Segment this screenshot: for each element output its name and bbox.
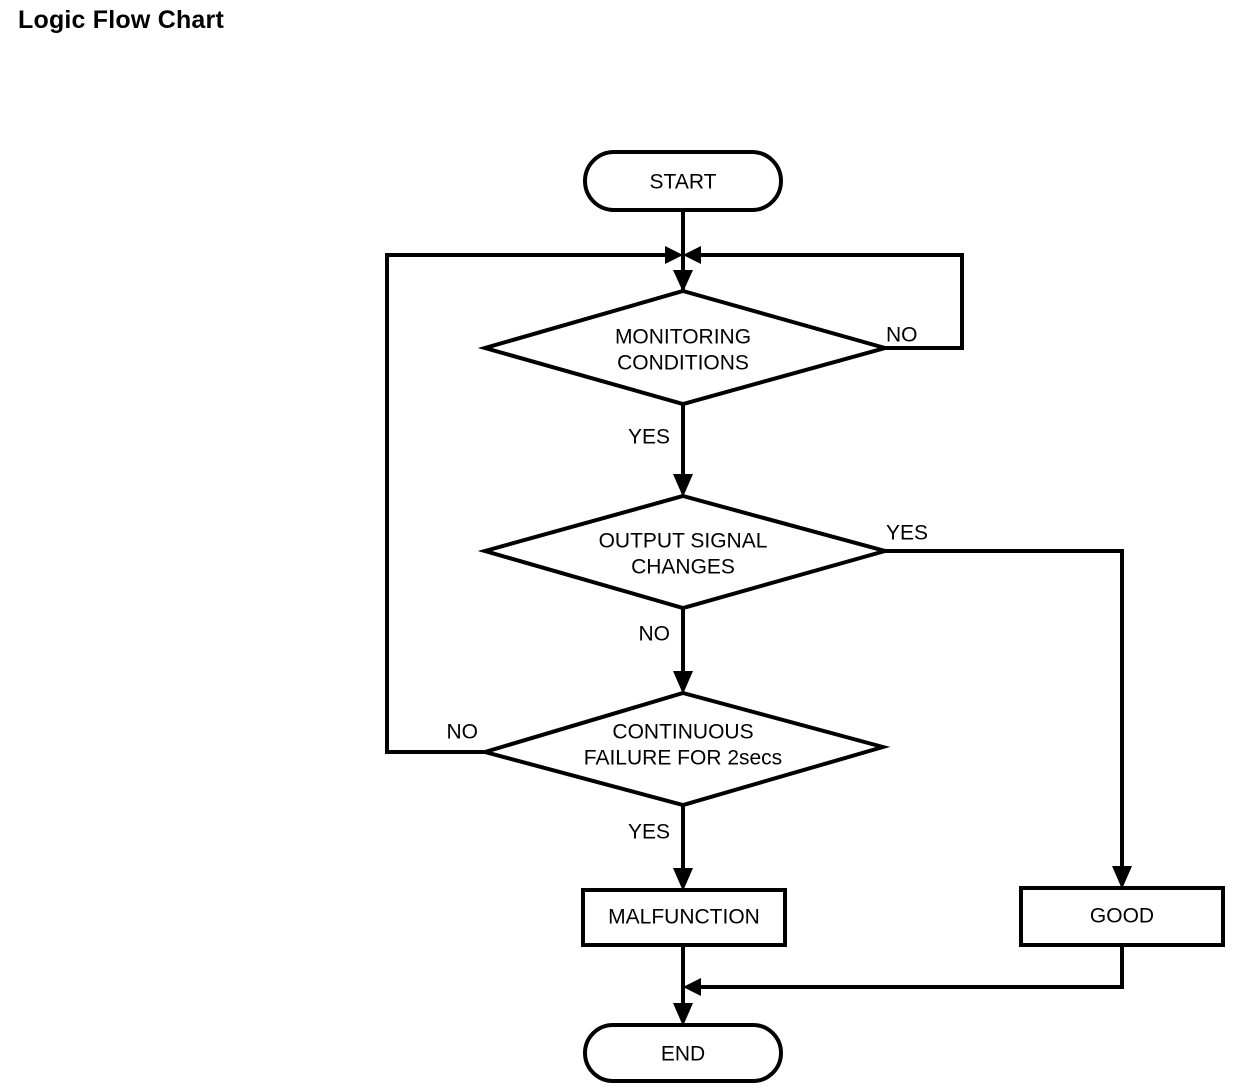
monitoring-label-line2: CONDITIONS (617, 352, 749, 375)
arrowhead-into-malfunction (673, 868, 693, 891)
connector-continuous-no-loopback (385, 253, 669, 754)
node-good: GOOD (1019, 886, 1225, 947)
end-label: END (661, 1043, 705, 1066)
page-title: Logic Flow Chart (18, 6, 224, 34)
arrowhead-into-end (673, 1003, 693, 1026)
node-continuous-failure: CONTINUOUS FAILURE FOR 2secs (477, 690, 891, 808)
node-start: START (583, 150, 783, 212)
arrowhead-into-monitoring (673, 270, 693, 292)
malfunction-label: MALFUNCTION (608, 906, 760, 929)
edge-label-monitoring-no: NO (886, 324, 918, 347)
arrowhead-left-rail (665, 246, 683, 264)
connector-output-yes-to-good (885, 549, 1124, 877)
connector-monitoring-no-loopback (697, 253, 964, 350)
node-end: END (583, 1023, 783, 1083)
edge-label-continuous-no: NO (447, 721, 479, 744)
node-malfunction: MALFUNCTION (581, 888, 787, 947)
good-label: GOOD (1090, 905, 1154, 928)
output-label-line1: OUTPUT SIGNAL (599, 530, 768, 553)
start-label: START (650, 171, 717, 194)
arrowhead-right-rail (683, 246, 701, 264)
node-output-signal-changes: OUTPUT SIGNAL CHANGES (477, 493, 893, 611)
edge-label-output-no: NO (639, 623, 671, 646)
continuous-label-line2: FAILURE FOR 2secs (584, 747, 782, 770)
node-monitoring-conditions: MONITORING CONDITIONS (477, 288, 893, 407)
end-shape (583, 1023, 783, 1083)
monitoring-label-line1: MONITORING (615, 326, 751, 349)
arrowhead-into-output (673, 474, 693, 497)
continuous-label-line1: CONTINUOUS (612, 721, 753, 744)
edge-label-monitoring-yes: YES (628, 426, 670, 449)
arrowhead-into-continuous (673, 671, 693, 694)
connector-good-to-end (697, 945, 1124, 989)
output-label-line2: CHANGES (631, 556, 735, 579)
arrowhead-good-merge (683, 978, 701, 996)
arrowhead-into-good (1112, 866, 1132, 889)
edge-label-output-yes: YES (886, 522, 928, 545)
edge-label-continuous-yes: YES (628, 821, 670, 844)
